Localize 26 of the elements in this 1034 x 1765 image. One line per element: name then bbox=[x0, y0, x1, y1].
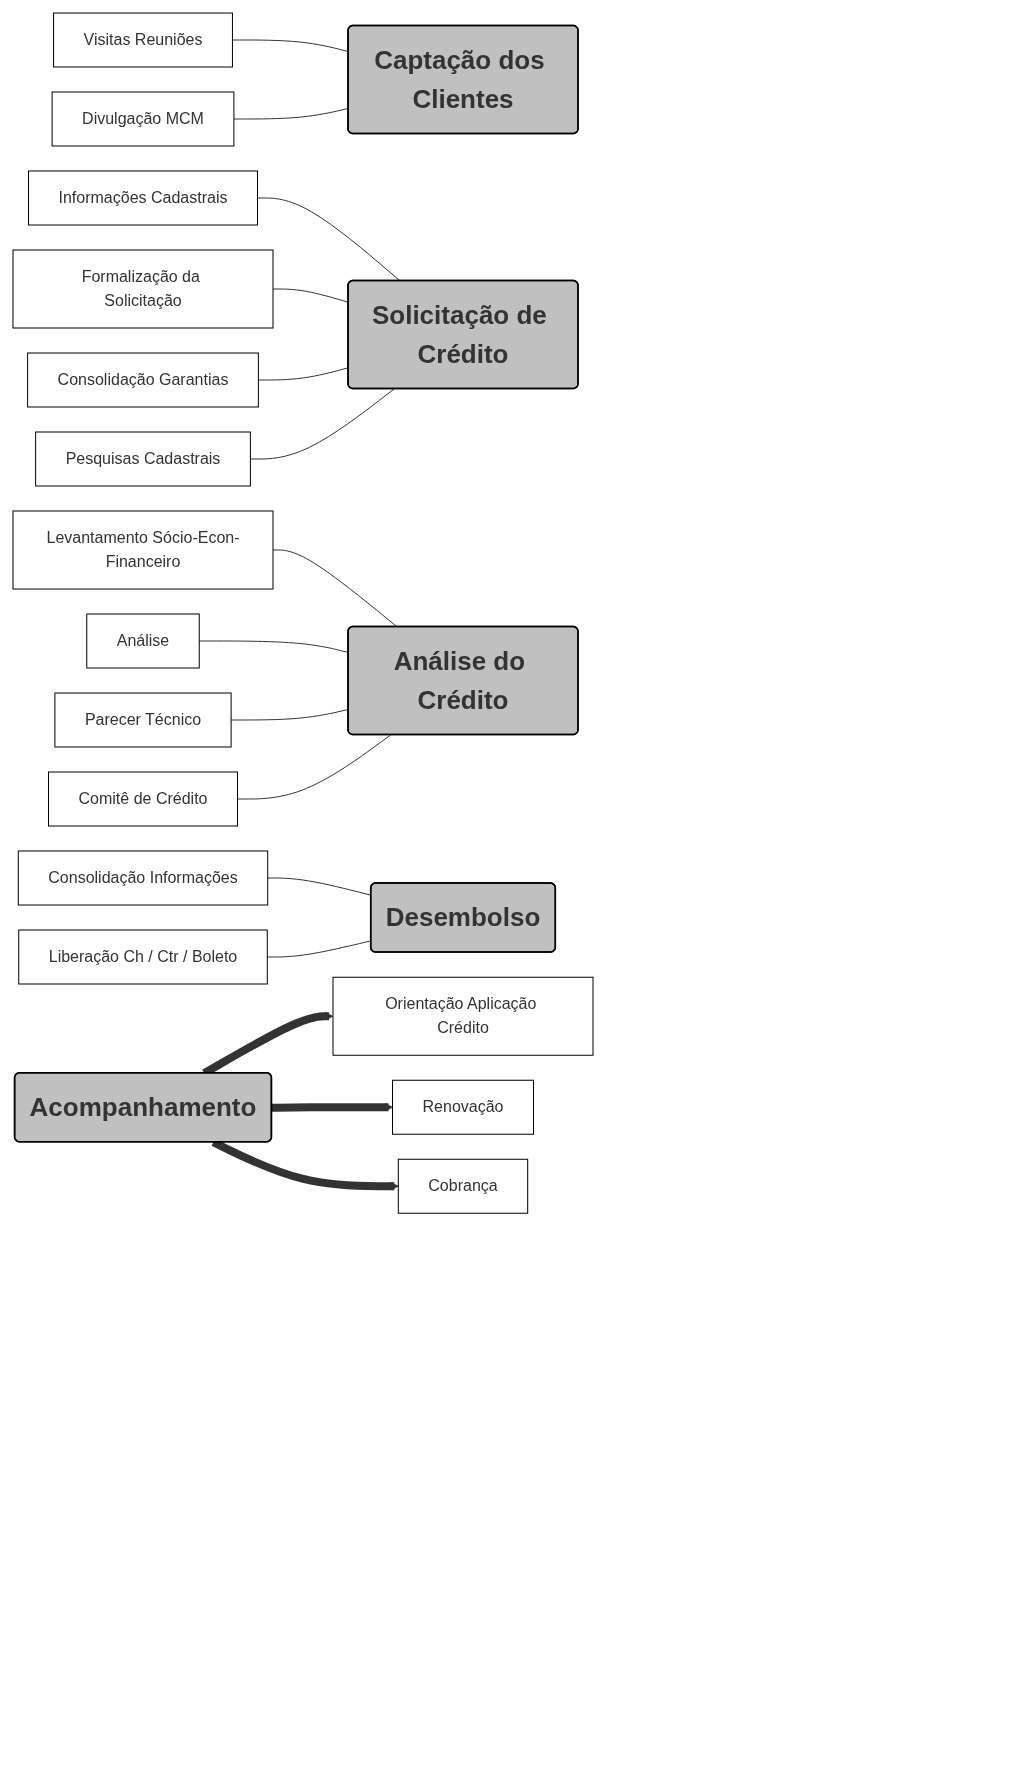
node-box: Cobrança bbox=[397, 1158, 529, 1214]
connector bbox=[272, 288, 349, 303]
connector bbox=[230, 708, 349, 721]
node-box: Visitas Reuniões bbox=[53, 12, 233, 68]
connector bbox=[198, 640, 349, 654]
connector bbox=[237, 734, 392, 800]
node-box: Parecer Técnico bbox=[54, 692, 232, 748]
node-box: Divulgação MCM bbox=[51, 91, 235, 147]
connector bbox=[249, 388, 395, 460]
node-box: Consolidação Garantias bbox=[27, 352, 259, 408]
node-box: Pesquisas Cadastrais bbox=[35, 431, 251, 487]
node-box: Levantamento Sócio-Econ-Financeiro bbox=[12, 510, 274, 590]
connector bbox=[257, 367, 349, 381]
node-box: Informações Cadastrais bbox=[28, 170, 258, 226]
node-box: Consolidação Informações bbox=[17, 850, 269, 906]
arrow bbox=[271, 1102, 393, 1112]
node-box: Liberação Ch / Ctr / Boleto bbox=[18, 929, 268, 985]
node-box: Análise bbox=[86, 613, 200, 669]
connector bbox=[231, 39, 349, 53]
node-box: Orientação Aplicação Crédito bbox=[332, 976, 594, 1056]
connector bbox=[257, 197, 401, 282]
node-box: Comitê de Crédito bbox=[48, 771, 238, 827]
node-box: Renovação bbox=[392, 1079, 534, 1135]
connector bbox=[272, 549, 398, 628]
node-box: Formalização da Solicitação bbox=[12, 249, 274, 329]
connector bbox=[233, 107, 349, 120]
